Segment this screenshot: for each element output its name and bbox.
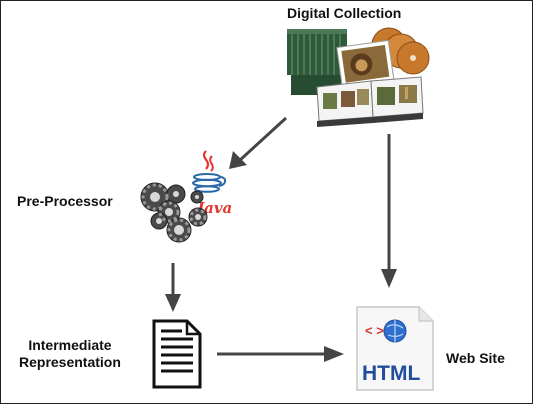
intermediate-representation-label: Intermediate Representation	[19, 337, 121, 371]
html-tag-brackets: < >	[365, 323, 384, 338]
book-collection-icon	[287, 27, 430, 127]
web-site-label: Web Site	[446, 350, 505, 366]
edge-collection-to-website	[381, 134, 397, 288]
html-file-icon: < > HTML	[356, 306, 434, 391]
intermediate-label-line1: Intermediate	[28, 337, 112, 353]
document-icon	[152, 319, 202, 389]
gears-icon	[140, 182, 208, 243]
intermediate-label-line2: Representation	[19, 354, 121, 370]
digital-collection-label: Digital Collection	[287, 5, 402, 21]
html-icon-text: HTML	[362, 362, 420, 385]
java-logo-icon: Java	[192, 150, 232, 217]
pre-processor-label: Pre-Processor	[17, 193, 113, 209]
edge-collection-to-preprocessor	[229, 116, 288, 169]
edge-intermediate-to-website	[217, 346, 344, 362]
edge-preprocessor-to-intermediate	[165, 263, 181, 312]
